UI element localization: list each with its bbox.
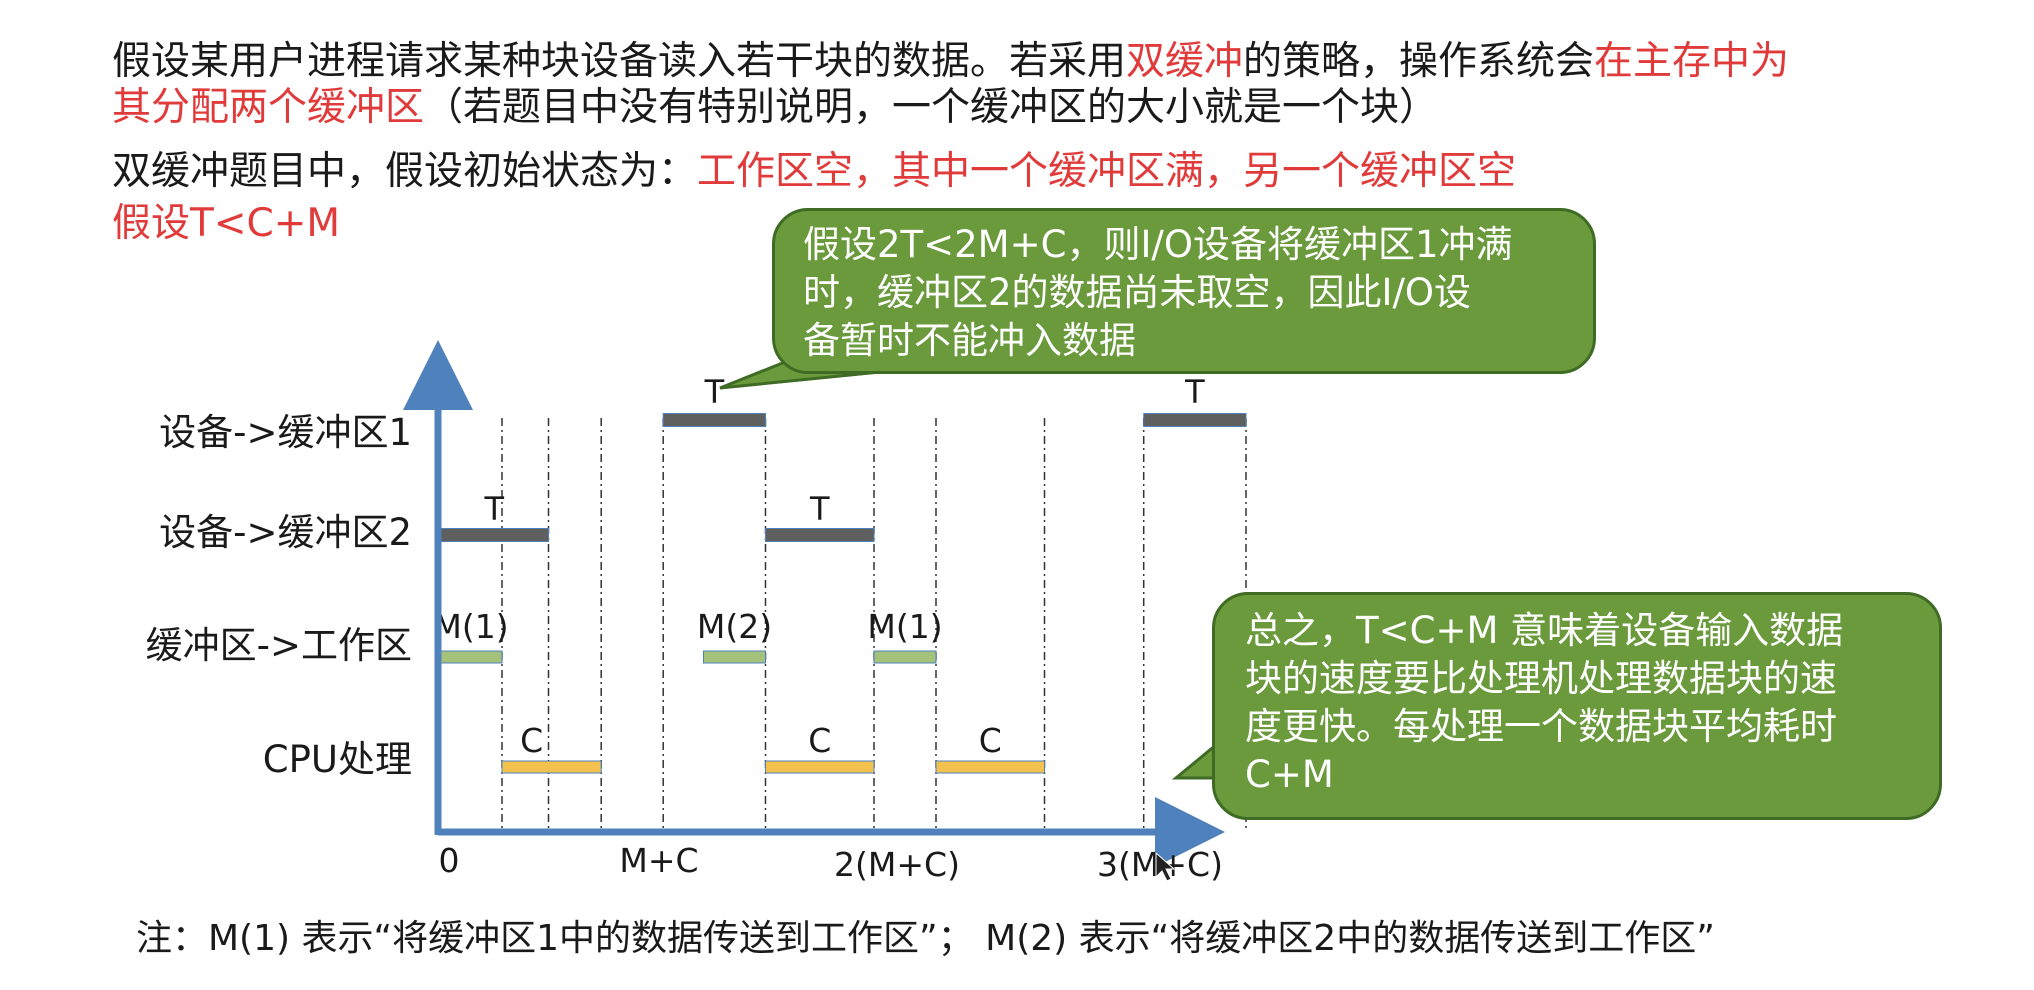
bar-c xyxy=(765,760,875,774)
callout-top-line: 假设2T<2M+C，则I/O设备将缓冲区1冲满 xyxy=(803,223,1513,266)
bar-label: M(2) xyxy=(697,607,772,646)
intro-highlight: 其分配两个缓冲区 xyxy=(112,85,425,130)
callout-top-line: 时，缓冲区2的数据尚未取空，因此I/O设 xyxy=(803,271,1472,314)
bar-label: T xyxy=(809,490,830,528)
intro-highlight: 在主存中为 xyxy=(1594,39,1790,84)
intro-highlight: 工作区空，其中一个缓冲区满，另一个缓冲区空 xyxy=(697,149,1517,194)
bar-c xyxy=(501,760,602,774)
bar-m xyxy=(873,650,937,664)
intro-line-4: 假设T<C+M xyxy=(112,201,341,246)
bar-label: M(1) xyxy=(433,607,508,646)
x-tick-0: 0 xyxy=(439,841,460,880)
bar-t xyxy=(662,413,767,427)
bar-t xyxy=(1143,413,1247,427)
intro-text: （若题目中没有特别说明，一个缓冲区的大小就是一个块） xyxy=(424,85,1439,130)
bar-label: C xyxy=(979,721,1002,760)
callout-right-line: C+M xyxy=(1245,753,1334,796)
row-label-buffer-work: 缓冲区->工作区 xyxy=(146,624,412,667)
intro-text: 双缓冲题目中，假设初始状态为： xyxy=(112,149,698,194)
row-label-device-buffer2: 设备->缓冲区2 xyxy=(159,511,412,554)
callout-top-line: 备暂时不能冲入数据 xyxy=(803,319,1136,362)
intro-line-3: 双缓冲题目中，假设初始状态为：工作区空，其中一个缓冲区满，另一个缓冲区空 xyxy=(112,148,1516,196)
intro-text: 的策略，操作系统会 xyxy=(1243,39,1595,84)
bar-m xyxy=(703,650,766,664)
callout-right-line: 度更快。每处理一个数据块平均耗时 xyxy=(1245,705,1837,748)
bar-label: T xyxy=(483,490,504,528)
bar-label: C xyxy=(808,721,831,760)
bar-label: M(1) xyxy=(867,607,942,646)
bar-m xyxy=(439,650,503,664)
intro-line-2: 其分配两个缓冲区（若题目中没有特别说明，一个缓冲区的大小就是一个块） xyxy=(112,84,1438,132)
row-label-device-buffer1: 设备->缓冲区1 xyxy=(159,411,412,454)
intro-text: 假设某用户进程请求某种块设备读入若干块的数据。若采用 xyxy=(112,39,1127,84)
bar-t xyxy=(439,528,549,542)
bar-label: T xyxy=(1184,373,1205,411)
x-tick-1: M+C xyxy=(619,841,698,880)
callout-top: 假设2T<2M+C，则I/O设备将缓冲区1冲满 时，缓冲区2的数据尚未取空，因此… xyxy=(772,208,1596,374)
intro-line-1: 假设某用户进程请求某种块设备读入若干块的数据。若采用双缓冲的策略，操作系统会在主… xyxy=(112,38,1789,86)
bar-t xyxy=(765,528,875,542)
bar-label: T xyxy=(704,373,725,411)
intro-highlight: 双缓冲 xyxy=(1126,39,1244,84)
mouse-cursor-icon xyxy=(1155,851,1176,882)
callout-right: 总之，T<C+M 意味着设备输入数据 块的速度要比处理机处理数据块的速 度更快。… xyxy=(1212,592,1942,820)
bar-label: C xyxy=(520,721,543,760)
callout-right-line: 总之，T<C+M 意味着设备输入数据 xyxy=(1245,609,1844,652)
row-label-cpu: CPU处理 xyxy=(263,738,412,781)
x-tick-2: 2(M+C) xyxy=(834,845,960,884)
bar-c xyxy=(935,760,1045,774)
callout-right-line: 块的速度要比处理机处理数据块的速 xyxy=(1245,657,1837,700)
footnote: 注：M(1) 表示“将缓冲区1中的数据传送到工作区”； M(2) 表示“将缓冲区… xyxy=(136,918,1715,959)
